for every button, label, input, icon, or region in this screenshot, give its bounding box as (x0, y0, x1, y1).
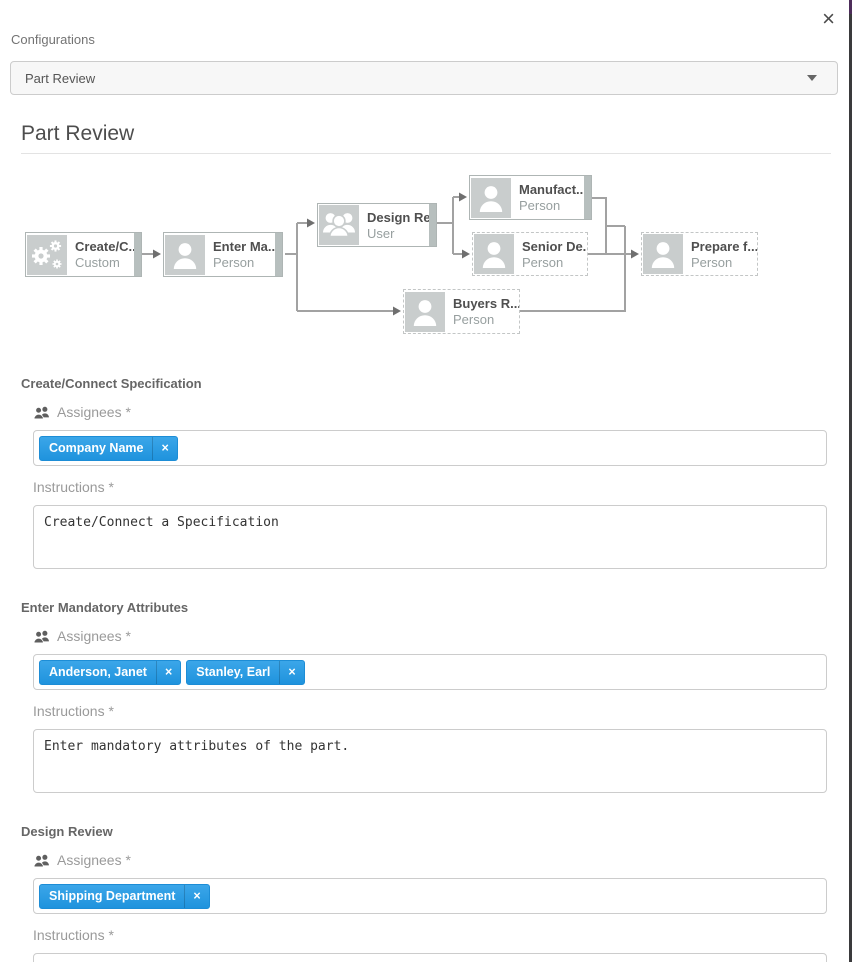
assignees-users-icon (33, 405, 50, 420)
node-subtitle: Custom (75, 255, 139, 271)
person-icon (643, 234, 683, 274)
instructions-label-text: Instructions * (33, 479, 114, 495)
person-icon (471, 178, 511, 218)
workflow-node-design-review[interactable]: Design Re... User (317, 203, 437, 247)
assignee-tag: Company Name × (39, 436, 178, 461)
assignee-tag: Shipping Department × (39, 884, 210, 909)
person-icon (405, 292, 445, 332)
assignees-label-text: Assignees * (57, 628, 131, 644)
section-heading: Design Review (21, 824, 838, 839)
node-status-bar (134, 233, 141, 276)
page-title: Part Review (21, 122, 134, 146)
node-status-bar (584, 176, 591, 219)
assignees-label-text: Assignees * (57, 852, 131, 868)
node-subtitle: Person (691, 255, 757, 271)
assignees-users-icon (33, 853, 50, 868)
assignee-tag: Stanley, Earl × (186, 660, 304, 685)
node-title: Enter Ma... (213, 238, 279, 255)
node-title: Senior De... (522, 238, 587, 255)
node-subtitle: User (367, 226, 436, 242)
configurations-select-value: Part Review (25, 71, 807, 86)
assignees-label: Assignees * (33, 404, 838, 420)
node-status-bar (429, 204, 436, 246)
assignee-tag-label: Shipping Department (40, 885, 184, 908)
section-heading: Enter Mandatory Attributes (21, 600, 838, 615)
node-title: Buyers R... (453, 295, 519, 312)
instructions-label: Instructions * (33, 479, 838, 495)
person-icon (165, 235, 205, 275)
assignees-input[interactable]: Anderson, Janet × Stanley, Earl × (33, 654, 827, 690)
node-title: Manufact... (519, 181, 587, 198)
workflow-node-senior-designer[interactable]: Senior De... Person (472, 232, 588, 276)
instructions-label-text: Instructions * (33, 927, 114, 943)
section-create-connect: Create/Connect Specification Assignees *… (0, 376, 838, 574)
assignee-tag-label: Stanley, Earl (187, 661, 279, 684)
assignees-input[interactable]: Company Name × (33, 430, 827, 466)
assignees-label-text: Assignees * (57, 404, 131, 420)
cogs-icon (27, 235, 67, 275)
workflow-node-buyers-review[interactable]: Buyers R... Person (403, 289, 520, 334)
assignee-tag-label: Anderson, Janet (40, 661, 156, 684)
node-subtitle: Person (453, 312, 519, 328)
node-status-bar (275, 233, 282, 276)
users-icon (319, 205, 359, 245)
assignees-label: Assignees * (33, 628, 838, 644)
instructions-textarea[interactable]: Enter mandatory attributes of the part. (33, 729, 827, 793)
title-divider (21, 153, 831, 154)
assignee-tag: Anderson, Janet × (39, 660, 181, 685)
workflow-node-prepare[interactable]: Prepare f... Person (641, 232, 758, 276)
chevron-down-icon (807, 75, 817, 81)
workflow-diagram: Create/C... Custom Enter Ma... Person De… (0, 160, 852, 350)
instructions-textarea[interactable]: Create/Connect a Specification (33, 505, 827, 569)
instructions-label: Instructions * (33, 927, 838, 943)
workflow-node-manufacturing[interactable]: Manufact... Person (469, 175, 592, 220)
workflow-node-enter-mandatory[interactable]: Enter Ma... Person (163, 232, 283, 277)
assignees-input[interactable]: Shipping Department × (33, 878, 827, 914)
node-title: Prepare f... (691, 238, 757, 255)
configurations-select[interactable]: Part Review (10, 61, 838, 95)
assignees-label: Assignees * (33, 852, 838, 868)
remove-tag-button[interactable]: × (156, 661, 180, 684)
remove-tag-button[interactable]: × (184, 885, 208, 908)
remove-tag-button[interactable]: × (279, 661, 303, 684)
node-subtitle: Person (519, 198, 587, 214)
task-form-area: Create/Connect Specification Assignees *… (0, 350, 838, 962)
configurations-label: Configurations (11, 32, 95, 47)
person-icon (474, 234, 514, 274)
section-enter-mandatory: Enter Mandatory Attributes Assignees * A… (0, 600, 838, 798)
instructions-textarea[interactable]: Review the design of the Specification. (33, 953, 827, 962)
node-subtitle: Person (522, 255, 587, 271)
section-design-review: Design Review Assignees * Shipping Depar… (0, 824, 838, 962)
close-button[interactable]: × (822, 6, 835, 32)
node-title: Design Re... (367, 209, 436, 226)
node-subtitle: Person (213, 255, 279, 271)
instructions-label: Instructions * (33, 703, 838, 719)
section-heading: Create/Connect Specification (21, 376, 838, 391)
instructions-label-text: Instructions * (33, 703, 114, 719)
remove-tag-button[interactable]: × (152, 437, 176, 460)
assignee-tag-label: Company Name (40, 437, 152, 460)
workflow-node-create-connect[interactable]: Create/C... Custom (25, 232, 142, 277)
node-title: Create/C... (75, 238, 139, 255)
assignees-users-icon (33, 629, 50, 644)
